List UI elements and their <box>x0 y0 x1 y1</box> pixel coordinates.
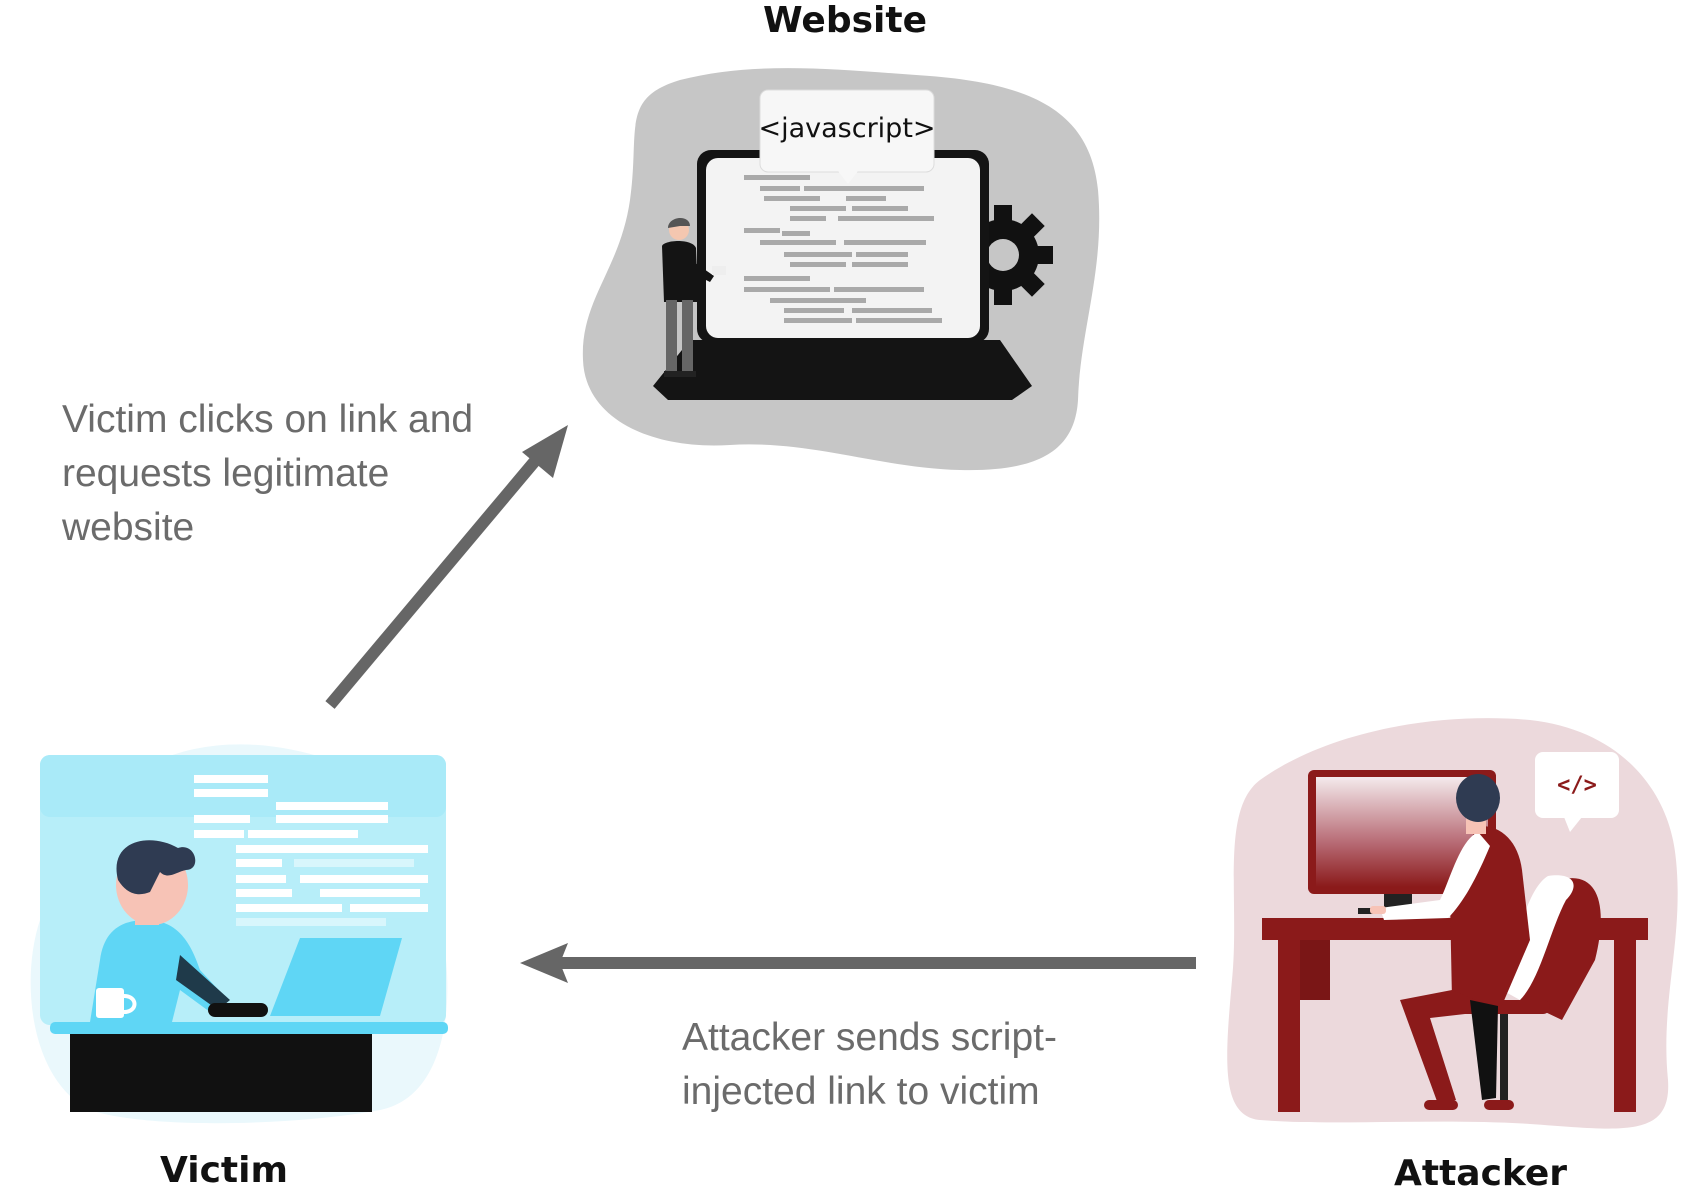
attacker-send-description: Attacker sends script- injected link to … <box>682 1011 1057 1119</box>
attacker-send-line-1: Attacker sends script- <box>682 1016 1057 1059</box>
code-bubble: </> <box>1535 752 1619 832</box>
developer-figure <box>662 217 726 377</box>
attacker-person <box>1370 774 1530 1110</box>
attacker-label: Attacker <box>1394 1153 1568 1194</box>
victim-laptop <box>270 938 402 1016</box>
arrow-attacker-to-victim <box>520 943 1196 983</box>
victim-request-line-1: Victim clicks on link and <box>62 398 474 441</box>
victim-request-line-2: requests legitimate <box>62 452 390 495</box>
website-label: Website <box>763 0 928 41</box>
code-lines <box>744 175 942 323</box>
attacker-desk-leg-left <box>1278 940 1300 1112</box>
coffee-mug-icon <box>96 988 137 1018</box>
attacker-desk-panel <box>1300 940 1330 1000</box>
attacker-illustration: </> <box>1227 718 1678 1129</box>
laptop-base <box>653 340 1032 400</box>
attacker-desk-leg-right <box>1614 940 1636 1112</box>
victim-request-line-3: website <box>62 506 195 549</box>
javascript-bubble: <javascript> <box>758 89 936 184</box>
attacker-send-line-2: injected link to victim <box>682 1070 1040 1113</box>
victim-window-titlebar <box>40 755 446 817</box>
website-illustration: <javascript> <box>582 68 1100 471</box>
laptop-screen <box>706 158 980 338</box>
victim-label: Victim <box>160 1150 288 1191</box>
javascript-bubble-text: <javascript> <box>758 113 935 144</box>
victim-desk-top <box>50 1022 448 1034</box>
arrow-victim-to-website <box>325 425 568 709</box>
victim-window-text-lines <box>194 775 428 926</box>
victim-request-description: Victim clicks on link and requests legit… <box>62 393 473 555</box>
victim-desk <box>70 1034 372 1112</box>
victim-illustration <box>30 744 448 1124</box>
code-bubble-text: </> <box>1557 773 1597 798</box>
